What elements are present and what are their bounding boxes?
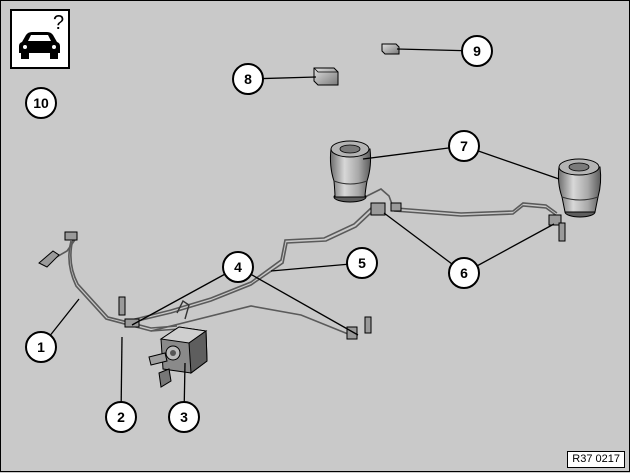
car-question-icon: ? bbox=[10, 9, 70, 69]
callouts: 1 2 3 4 5 6 7 8 bbox=[25, 35, 493, 433]
callout-9: 9 bbox=[461, 35, 493, 67]
part-9-component bbox=[381, 43, 400, 55]
svg-text:9: 9 bbox=[473, 43, 481, 59]
part-8-component bbox=[313, 67, 339, 86]
svg-text:1: 1 bbox=[37, 339, 45, 355]
svg-text:?: ? bbox=[53, 12, 64, 34]
air-lines bbox=[52, 188, 558, 337]
callout-6: 6 bbox=[448, 257, 480, 289]
svg-text:3: 3 bbox=[180, 409, 188, 425]
leader-lines bbox=[40, 48, 560, 418]
fittings bbox=[38, 202, 566, 340]
reference-code-label: R37 0217 bbox=[567, 451, 625, 468]
svg-text:8: 8 bbox=[244, 71, 252, 87]
part-7-air-bellows-left bbox=[329, 140, 372, 203]
callout-8: 8 bbox=[232, 63, 264, 95]
callout-3: 3 bbox=[168, 401, 200, 433]
svg-text:2: 2 bbox=[117, 409, 125, 425]
svg-text:4: 4 bbox=[234, 259, 242, 275]
part-7-air-bellows-right bbox=[557, 158, 602, 218]
callout-4: 4 bbox=[222, 251, 254, 283]
callout-10: 10 bbox=[25, 87, 57, 119]
part-3-compressor bbox=[148, 299, 208, 388]
callout-7: 7 bbox=[448, 130, 480, 162]
callout-1: 1 bbox=[25, 331, 57, 363]
svg-text:10: 10 bbox=[33, 95, 49, 111]
callout-5: 5 bbox=[346, 247, 378, 279]
svg-text:7: 7 bbox=[460, 138, 468, 154]
svg-text:5: 5 bbox=[358, 255, 366, 271]
callout-2: 2 bbox=[105, 401, 137, 433]
svg-text:6: 6 bbox=[460, 265, 468, 281]
